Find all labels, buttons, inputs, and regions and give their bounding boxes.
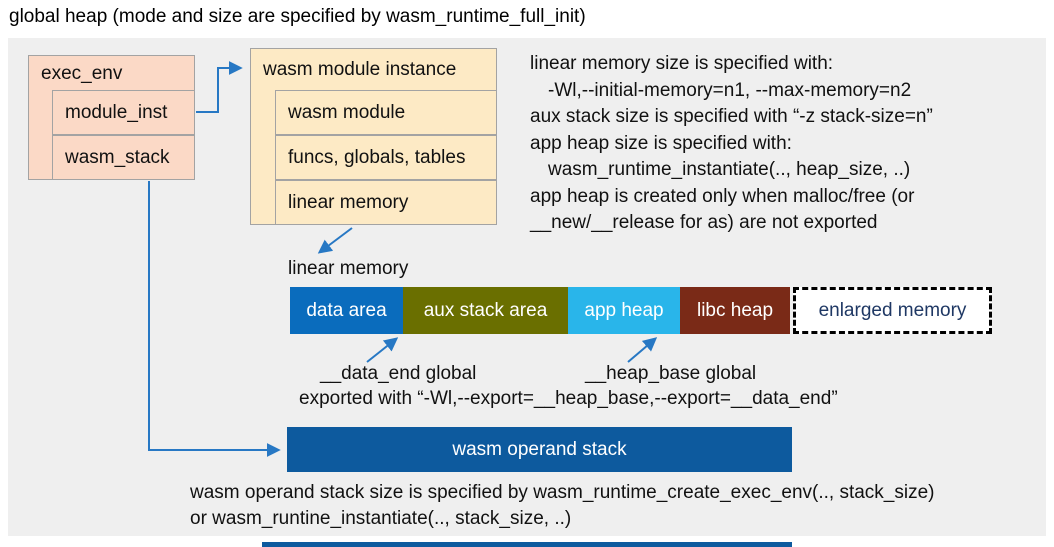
heap-base-global-label: __heap_base global [585,363,757,384]
segment-data-area: data area [290,287,403,334]
footer-notes-block: wasm operand stack size is specified by … [190,480,935,531]
linker-notes-block: linear memory size is specified with: -W… [530,51,1045,237]
note-line: -Wl,--initial-memory=n1, --max-memory=n2 [548,79,912,101]
module-instance-header: wasm module instance [263,59,457,80]
segment-libc-heap: libc heap [680,287,790,334]
exec-env-row-wasm-stack: wasm_stack [52,135,195,180]
module-instance-row-wasm-module: wasm module [275,90,497,135]
note-line: app heap size is specified with: [530,132,792,154]
module-instance-row-label: funcs, globals, tables [288,146,466,168]
wasm-operand-stack-bar: wasm operand stack [287,427,792,472]
note-line: aux stack size is specified with “-z sta… [530,106,933,127]
note-line: linear memory size is specified with: [530,53,834,74]
segment-enlarged-memory: enlarged memory [793,287,992,334]
segment-app-heap: app heap [568,287,680,334]
module-instance-row-funcs-globals-tables: funcs, globals, tables [275,135,497,180]
note-line: wasm_runtime_instantiate(.., heap_size, … [548,159,911,180]
exec-env-row-module-inst: module_inst [52,90,195,135]
exec-env-header: exec_env [41,62,123,84]
module-instance-row-linear-memory: linear memory [275,180,497,225]
bottom-partial-bar [262,542,792,547]
footer-line: wasm operand stack size is specified by … [190,482,935,503]
exec-env-row-label: wasm_stack [65,146,170,168]
segment-aux-stack-area: aux stack area [403,287,568,334]
note-line: app heap is created only when malloc/fre… [530,185,915,207]
module-instance-row-label: wasm module [288,101,406,123]
linear-memory-label: linear memory [288,258,409,279]
module-instance-row-label: linear memory [288,191,409,213]
exec-env-row-label: module_inst [65,101,168,123]
diagram-title: global heap (mode and size are specified… [9,6,586,27]
exported-with-label: exported with “-Wl,--export=__heap_base,… [299,388,838,409]
note-line: __new/__release for as) are not exported [530,212,878,233]
footer-line: or wasm_runtine_instantiate(.., stack_si… [190,507,572,529]
data-end-global-label: __data_end global [320,363,477,384]
